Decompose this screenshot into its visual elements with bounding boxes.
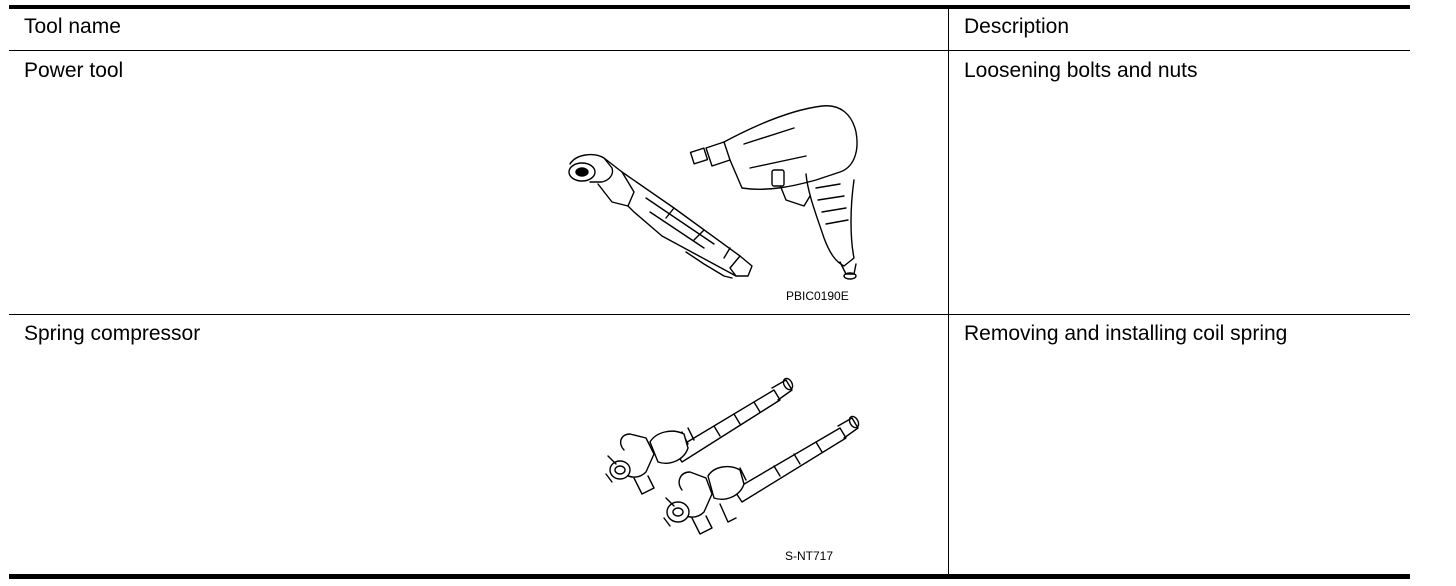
spring-compressor-illustration	[594, 372, 864, 542]
row-divider	[9, 314, 1410, 315]
header-tool-name: Tool name	[24, 15, 121, 38]
header-description: Description	[964, 15, 1070, 38]
header-divider	[9, 50, 1410, 51]
lower-compressor-drawing	[663, 415, 860, 535]
row-tool-name: Spring compressor	[24, 322, 201, 345]
upper-compressor-drawing	[605, 377, 794, 495]
power-tool-illustration	[554, 98, 874, 283]
row-description: Removing and installing coil spring	[964, 322, 1288, 345]
air-ratchet-drawing	[568, 153, 753, 279]
tools-table: Tool name Description Power tool Looseni…	[9, 0, 1410, 586]
row-tool-name: Power tool	[24, 59, 124, 82]
table-top-rule	[9, 5, 1410, 9]
figure-code: PBIC0190E	[786, 289, 849, 303]
impact-wrench-drawing	[689, 105, 858, 280]
row-description: Loosening bolts and nuts	[964, 59, 1198, 82]
figure-code: S-NT717	[785, 549, 834, 563]
column-divider	[948, 9, 949, 575]
table-bottom-rule	[9, 574, 1410, 579]
